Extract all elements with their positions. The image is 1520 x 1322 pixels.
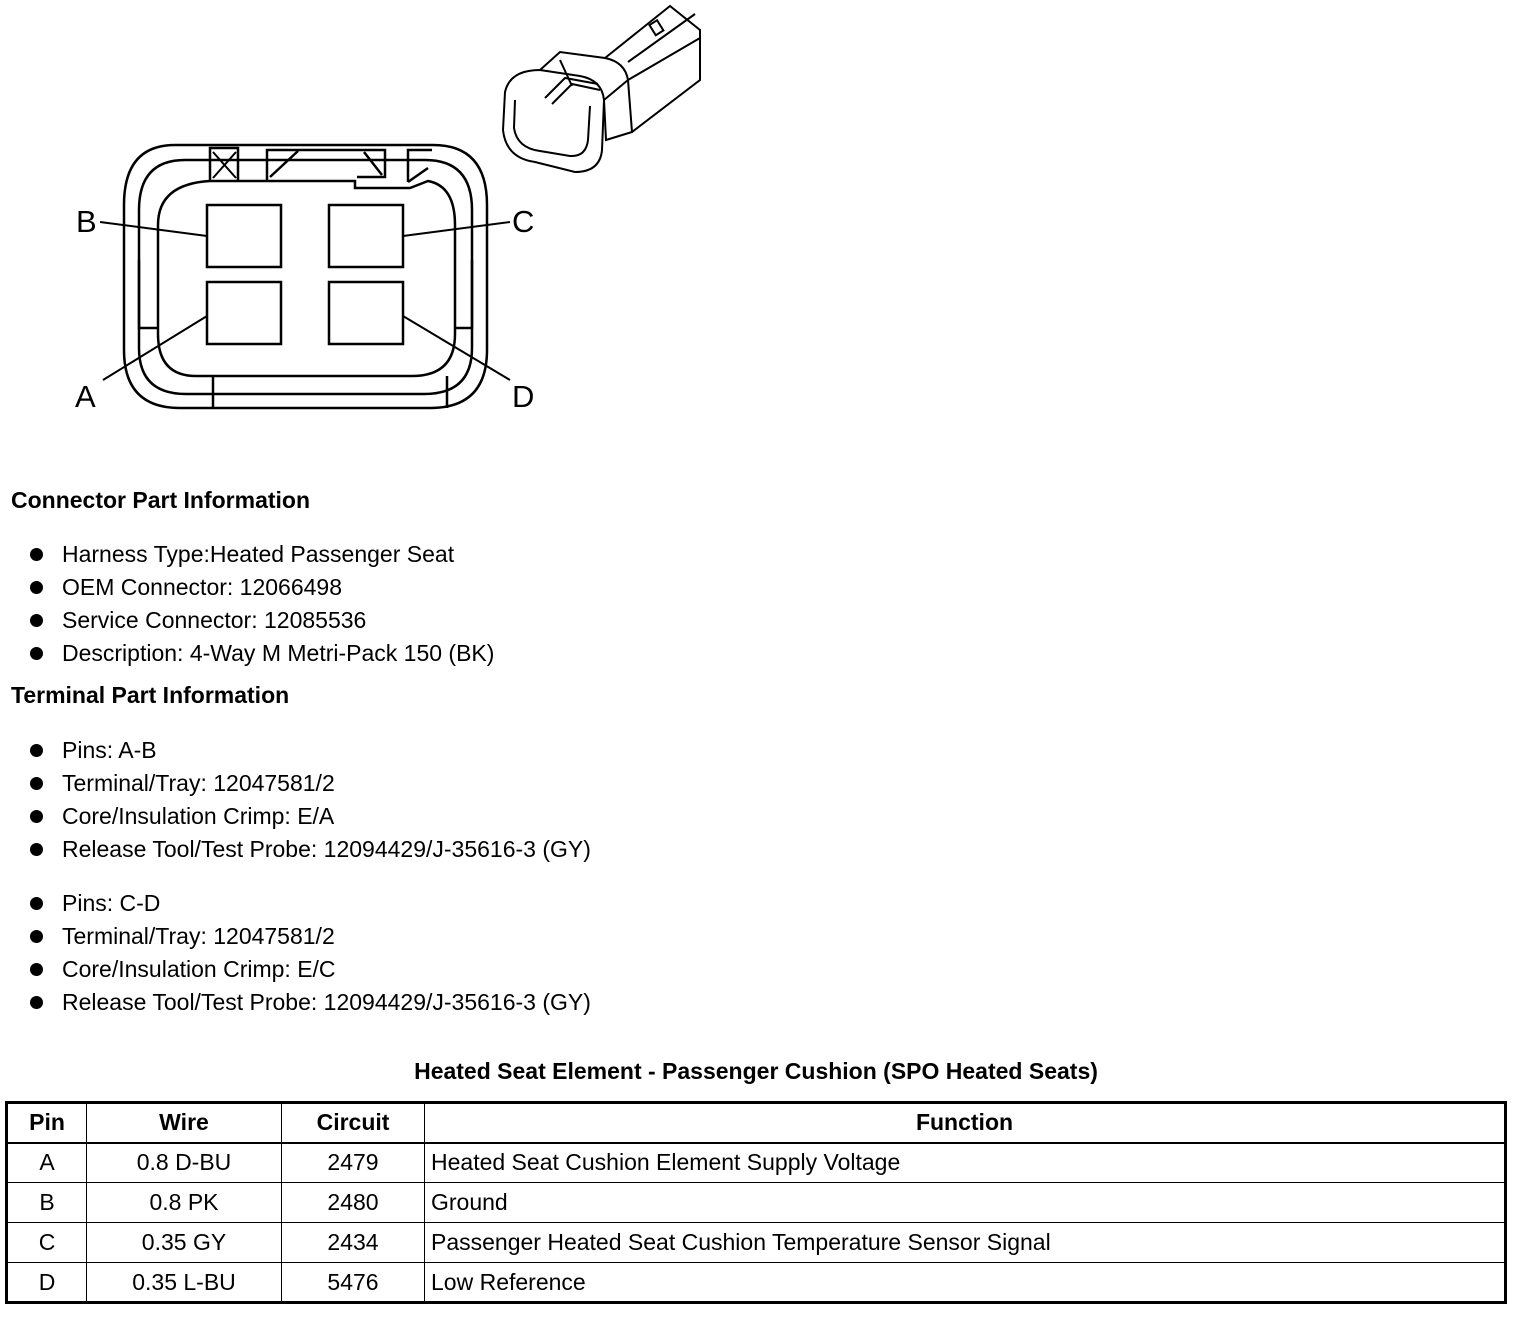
cavity-a bbox=[205, 280, 283, 346]
table-row: A 0.8 D-BU 2479 Heated Seat Cushion Elem… bbox=[6, 1142, 1506, 1183]
bottom-notch bbox=[211, 376, 449, 408]
cell-wire: 0.8 PK bbox=[86, 1182, 282, 1223]
list-item: Core/Insulation Crimp: E/A bbox=[28, 800, 591, 833]
column-header-pin: Pin bbox=[6, 1102, 87, 1144]
pin-label-a: A bbox=[75, 379, 96, 414]
cell-circuit: 2479 bbox=[281, 1142, 425, 1183]
list-item: Terminal/Tray: 12047581/2 bbox=[28, 920, 591, 953]
cell-function: Passenger Heated Seat Cushion Temperatur… bbox=[424, 1222, 1506, 1263]
pin-label-c: C bbox=[512, 204, 534, 239]
list-item: Pins: C-D bbox=[28, 887, 591, 920]
cell-circuit: 5476 bbox=[281, 1262, 425, 1303]
column-header-function: Function bbox=[424, 1102, 1506, 1144]
list-item: Core/Insulation Crimp: E/C bbox=[28, 953, 591, 986]
list-item: Service Connector: 12085536 bbox=[28, 604, 494, 637]
column-header-wire: Wire bbox=[86, 1102, 282, 1144]
connector-info-heading: Connector Part Information bbox=[11, 487, 311, 513]
connector-info-list: Harness Type:Heated Passenger Seat OEM C… bbox=[28, 538, 494, 670]
terminal-group-2-list: Pins: C-D Terminal/Tray: 12047581/2 Core… bbox=[28, 887, 591, 1019]
cell-wire: 0.35 GY bbox=[86, 1222, 282, 1263]
iso-body-top bbox=[604, 4, 701, 63]
keyway-right bbox=[406, 148, 432, 184]
cell-wire: 0.35 L-BU bbox=[86, 1262, 282, 1303]
connector-isometric-view bbox=[501, 4, 701, 174]
list-item: Terminal/Tray: 12047581/2 bbox=[28, 767, 591, 800]
keyway-left bbox=[208, 146, 240, 181]
rib-right bbox=[455, 260, 474, 330]
cell-pin: D bbox=[6, 1262, 87, 1303]
list-item: Release Tool/Test Probe: 12094429/J-3561… bbox=[28, 833, 591, 866]
iso-body-bottom bbox=[627, 36, 701, 133]
leader-line-c bbox=[402, 221, 511, 237]
list-item: Release Tool/Test Probe: 12094429/J-3561… bbox=[28, 986, 591, 1019]
cavity-b bbox=[205, 203, 283, 269]
leader-line-a bbox=[102, 315, 208, 381]
list-item: OEM Connector: 12066498 bbox=[28, 571, 494, 604]
cell-pin: A bbox=[6, 1142, 87, 1183]
iso-window bbox=[648, 18, 665, 37]
leader-line-b bbox=[99, 221, 208, 237]
list-item: Harness Type:Heated Passenger Seat bbox=[28, 538, 494, 571]
pinout-table: Pin Wire Circuit Function A 0.8 D-BU 247… bbox=[5, 1101, 1507, 1304]
connector-face-view bbox=[99, 143, 511, 410]
cell-pin: C bbox=[6, 1222, 87, 1263]
table-row: B 0.8 PK 2480 Ground bbox=[6, 1182, 1506, 1223]
cell-function: Ground bbox=[424, 1182, 1506, 1223]
table-row: C 0.35 GY 2434 Passenger Heated Seat Cus… bbox=[6, 1222, 1506, 1263]
iso-front-shell bbox=[501, 68, 606, 174]
cavity-c bbox=[327, 203, 405, 269]
terminal-info-heading: Terminal Part Information bbox=[11, 682, 290, 708]
iso-latch-ridges bbox=[544, 59, 601, 105]
iso-side-face bbox=[603, 79, 634, 142]
terminal-group-1-list: Pins: A-B Terminal/Tray: 12047581/2 Core… bbox=[28, 734, 591, 866]
cell-function: Low Reference bbox=[424, 1262, 1506, 1303]
latch-ramp bbox=[265, 148, 387, 181]
pin-label-d: D bbox=[512, 379, 534, 414]
column-header-circuit: Circuit bbox=[281, 1102, 425, 1144]
connector-inner-cavity bbox=[156, 179, 457, 378]
leader-line-d bbox=[402, 315, 511, 381]
rib-left bbox=[137, 260, 158, 330]
cavity-d bbox=[327, 280, 405, 346]
connector-mid-wall bbox=[137, 158, 474, 396]
cell-function: Heated Seat Cushion Element Supply Volta… bbox=[424, 1142, 1506, 1183]
cell-pin: B bbox=[6, 1182, 87, 1223]
keyway-cross bbox=[212, 151, 237, 179]
table-header-row: Pin Wire Circuit Function bbox=[6, 1102, 1506, 1144]
connector-diagram: B C A D bbox=[75, 4, 701, 414]
list-item: Pins: A-B bbox=[28, 734, 591, 767]
iso-front-opening bbox=[512, 99, 591, 158]
table-title: Heated Seat Element - Passenger Cushion … bbox=[414, 1058, 1098, 1084]
cell-circuit: 2480 bbox=[281, 1182, 425, 1223]
list-item: Description: 4-Way M Metri-Pack 150 (BK) bbox=[28, 637, 494, 670]
table-row: D 0.35 L-BU 5476 Low Reference bbox=[6, 1262, 1506, 1303]
connector-outer-shell bbox=[122, 143, 489, 410]
cell-circuit: 2434 bbox=[281, 1222, 425, 1263]
cell-wire: 0.8 D-BU bbox=[86, 1142, 282, 1183]
pin-label-b: B bbox=[76, 204, 97, 239]
